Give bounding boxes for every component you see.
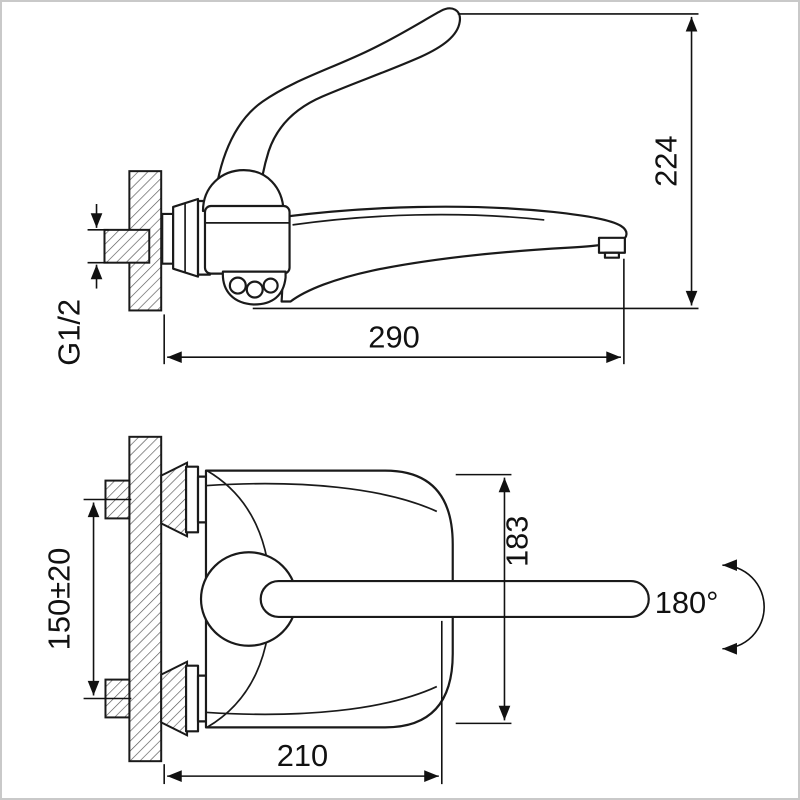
plan-view: 183 150±20 210 180° <box>42 435 765 785</box>
dimension-g12: G1/2 <box>52 203 109 366</box>
swivel-arc-arrow <box>722 559 765 655</box>
elbow-ball-1 <box>228 276 247 295</box>
dimension-224: 224 <box>252 13 699 310</box>
body-bottom-contour <box>206 685 438 716</box>
eccentric-connector-top <box>160 461 209 538</box>
wall-plate-section-plan <box>128 435 163 763</box>
dimension-210: 210 <box>163 620 443 785</box>
side-view: 224 290 G1/2 <box>52 7 699 366</box>
dim-label-224: 224 <box>649 135 684 186</box>
spout-contour-line <box>292 213 545 226</box>
aerator <box>597 236 626 259</box>
swivel-annotation: 180° <box>655 559 765 655</box>
eccentric-connector-bottom <box>160 660 209 737</box>
dimension-150-20: 150±20 <box>42 498 132 700</box>
elbow-ball-3 <box>262 277 279 294</box>
swivel-label: 180° <box>655 585 719 620</box>
dim-label-210: 210 <box>277 738 328 773</box>
dim-label-290: 290 <box>368 319 419 354</box>
lever-bar <box>259 579 650 619</box>
thread-label: G1/2 <box>52 299 87 366</box>
dim-label-150-20: 150±20 <box>42 548 77 651</box>
body-top-contour <box>206 482 438 513</box>
dimension-183: 183 <box>455 473 534 725</box>
supply-pipe-section <box>103 228 151 264</box>
lever-handle <box>213 7 462 199</box>
spout <box>280 205 628 303</box>
cartridge-dome <box>201 169 285 213</box>
faucet-body <box>203 204 291 275</box>
dim-label-183: 183 <box>499 516 534 567</box>
dimension-290: 290 <box>163 258 625 365</box>
elbow-ball-2 <box>245 280 264 299</box>
